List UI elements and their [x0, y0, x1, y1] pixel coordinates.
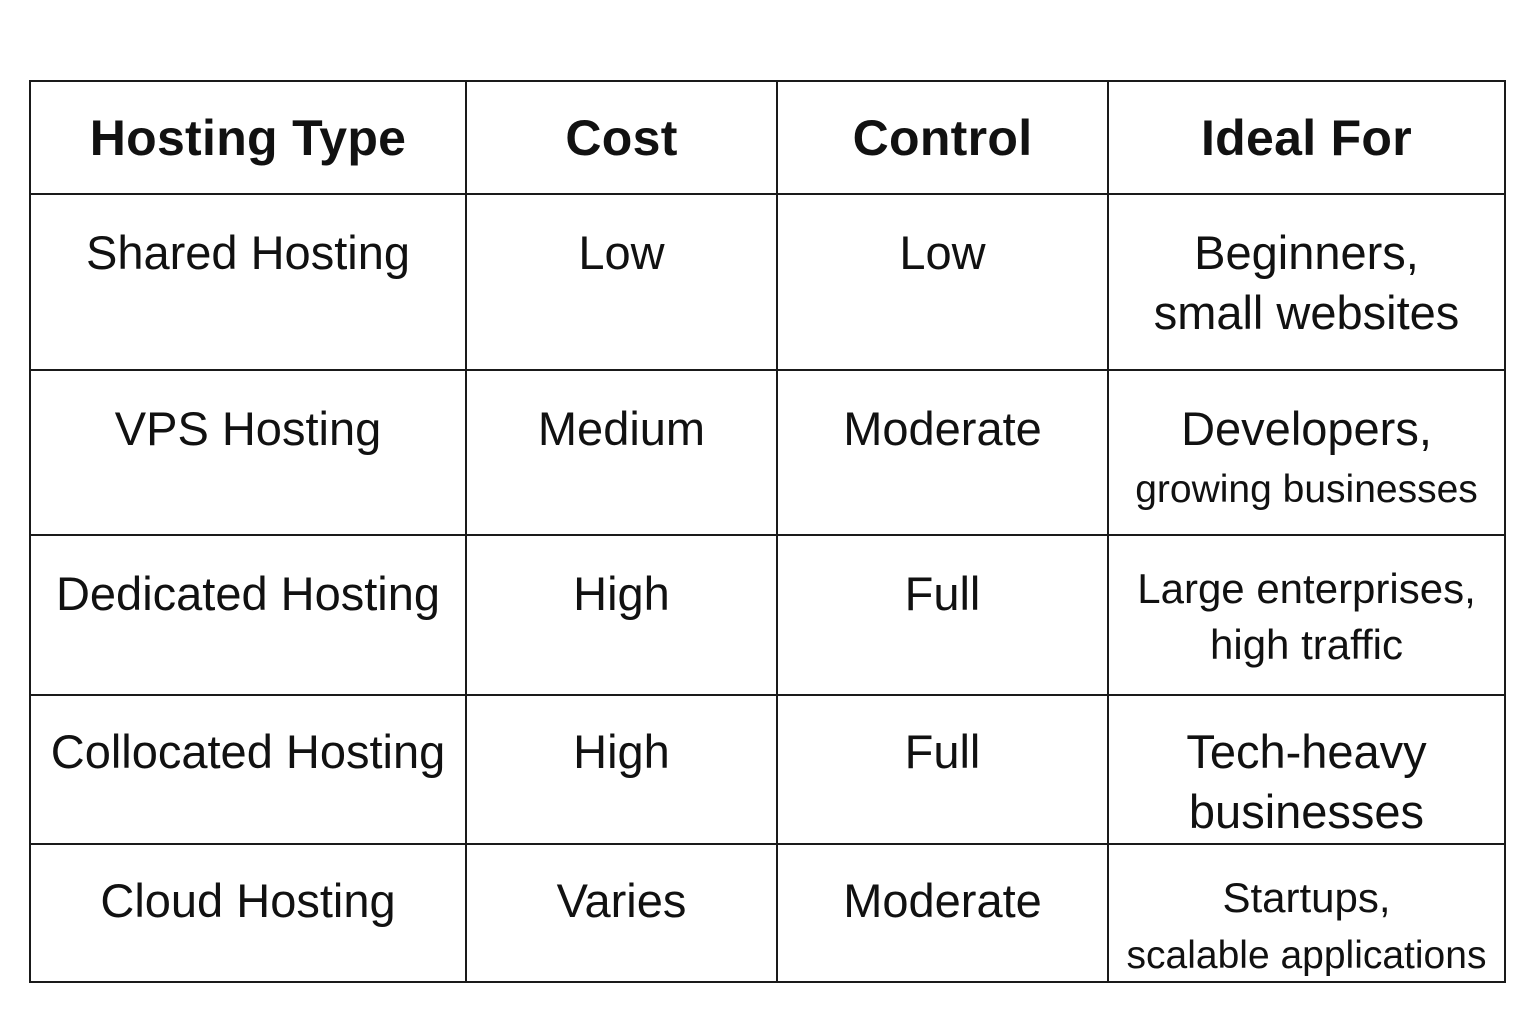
- header-ideal-for: Ideal For: [1107, 80, 1506, 195]
- ideal-for-line2: high traffic: [1210, 621, 1403, 669]
- cell-ideal-for: Large enterprises, high traffic: [1107, 534, 1506, 696]
- cell-control: Full: [776, 694, 1109, 845]
- ideal-for-text: Large enterprises, high traffic: [1109, 536, 1504, 671]
- ideal-for-text: Tech-heavy businesses: [1109, 696, 1504, 841]
- control-text: Full: [904, 567, 981, 620]
- ideal-for-line2: businesses: [1188, 785, 1425, 839]
- cell-control: Moderate: [776, 843, 1109, 983]
- table-row: Cloud Hosting Varies Moderate Startups, …: [29, 843, 1506, 983]
- ideal-for-line1: Developers,: [1181, 402, 1432, 455]
- cell-control: Low: [776, 193, 1109, 371]
- cell-ideal-for: Developers, growing businesses: [1107, 369, 1506, 536]
- ideal-for-line1: Beginners,: [1194, 226, 1419, 279]
- cost-text: High: [573, 567, 670, 620]
- hosting-type-text: Shared Hosting: [86, 226, 410, 279]
- cell-cost: High: [465, 694, 778, 845]
- control-text: Moderate: [843, 874, 1042, 927]
- cost-text: High: [573, 725, 670, 778]
- header-control: Control: [776, 80, 1109, 195]
- cell-cost: High: [465, 534, 778, 696]
- ideal-for-line1: Large enterprises,: [1137, 565, 1476, 612]
- cell-cost: Low: [465, 193, 778, 371]
- ideal-for-line2: small websites: [1153, 286, 1460, 340]
- cost-text: Low: [578, 226, 665, 279]
- cost-text: Medium: [537, 402, 706, 455]
- header-cost: Cost: [465, 80, 778, 195]
- ideal-for-line2: scalable applications: [1126, 934, 1487, 978]
- cell-hosting-type: Cloud Hosting: [29, 843, 467, 983]
- cell-cost: Varies: [465, 843, 778, 983]
- cell-ideal-for: Startups, scalable applications: [1107, 843, 1506, 983]
- table-row: VPS Hosting Medium Moderate Developers, …: [29, 369, 1506, 536]
- table-row: Collocated Hosting High Full Tech-heavy …: [29, 694, 1506, 845]
- ideal-for-text: Developers, growing businesses: [1109, 371, 1504, 514]
- ideal-for-line1: Tech-heavy: [1186, 725, 1427, 778]
- cell-hosting-type: VPS Hosting: [29, 369, 467, 536]
- cell-cost: Medium: [465, 369, 778, 536]
- cell-ideal-for: Beginners, small websites: [1107, 193, 1506, 371]
- control-text: Moderate: [843, 402, 1042, 455]
- ideal-for-text: Beginners, small websites: [1109, 195, 1504, 342]
- cell-control: Full: [776, 534, 1109, 696]
- hosting-type-text: Collocated Hosting: [50, 725, 446, 778]
- hosting-type-text: Dedicated Hosting: [55, 567, 441, 620]
- cell-hosting-type: Dedicated Hosting: [29, 534, 467, 696]
- hosting-type-text: VPS Hosting: [114, 402, 382, 455]
- hosting-comparison-table: Hosting Type Cost Control Ideal For Shar…: [29, 80, 1506, 983]
- table-row: Dedicated Hosting High Full Large enterp…: [29, 534, 1506, 696]
- table-row: Shared Hosting Low Low Beginners, small …: [29, 193, 1506, 371]
- ideal-for-text: Startups, scalable applications: [1109, 845, 1504, 980]
- cell-ideal-for: Tech-heavy businesses: [1107, 694, 1506, 845]
- control-text: Full: [904, 725, 981, 778]
- cost-text: Varies: [556, 874, 687, 927]
- ideal-for-line2: growing businesses: [1135, 468, 1478, 512]
- cell-hosting-type: Collocated Hosting: [29, 694, 467, 845]
- cell-hosting-type: Shared Hosting: [29, 193, 467, 371]
- control-text: Low: [899, 226, 986, 279]
- table-header-row: Hosting Type Cost Control Ideal For: [29, 80, 1506, 195]
- header-hosting-type: Hosting Type: [29, 80, 467, 195]
- ideal-for-line1: Startups,: [1222, 874, 1391, 921]
- hosting-type-text: Cloud Hosting: [100, 874, 396, 927]
- cell-control: Moderate: [776, 369, 1109, 536]
